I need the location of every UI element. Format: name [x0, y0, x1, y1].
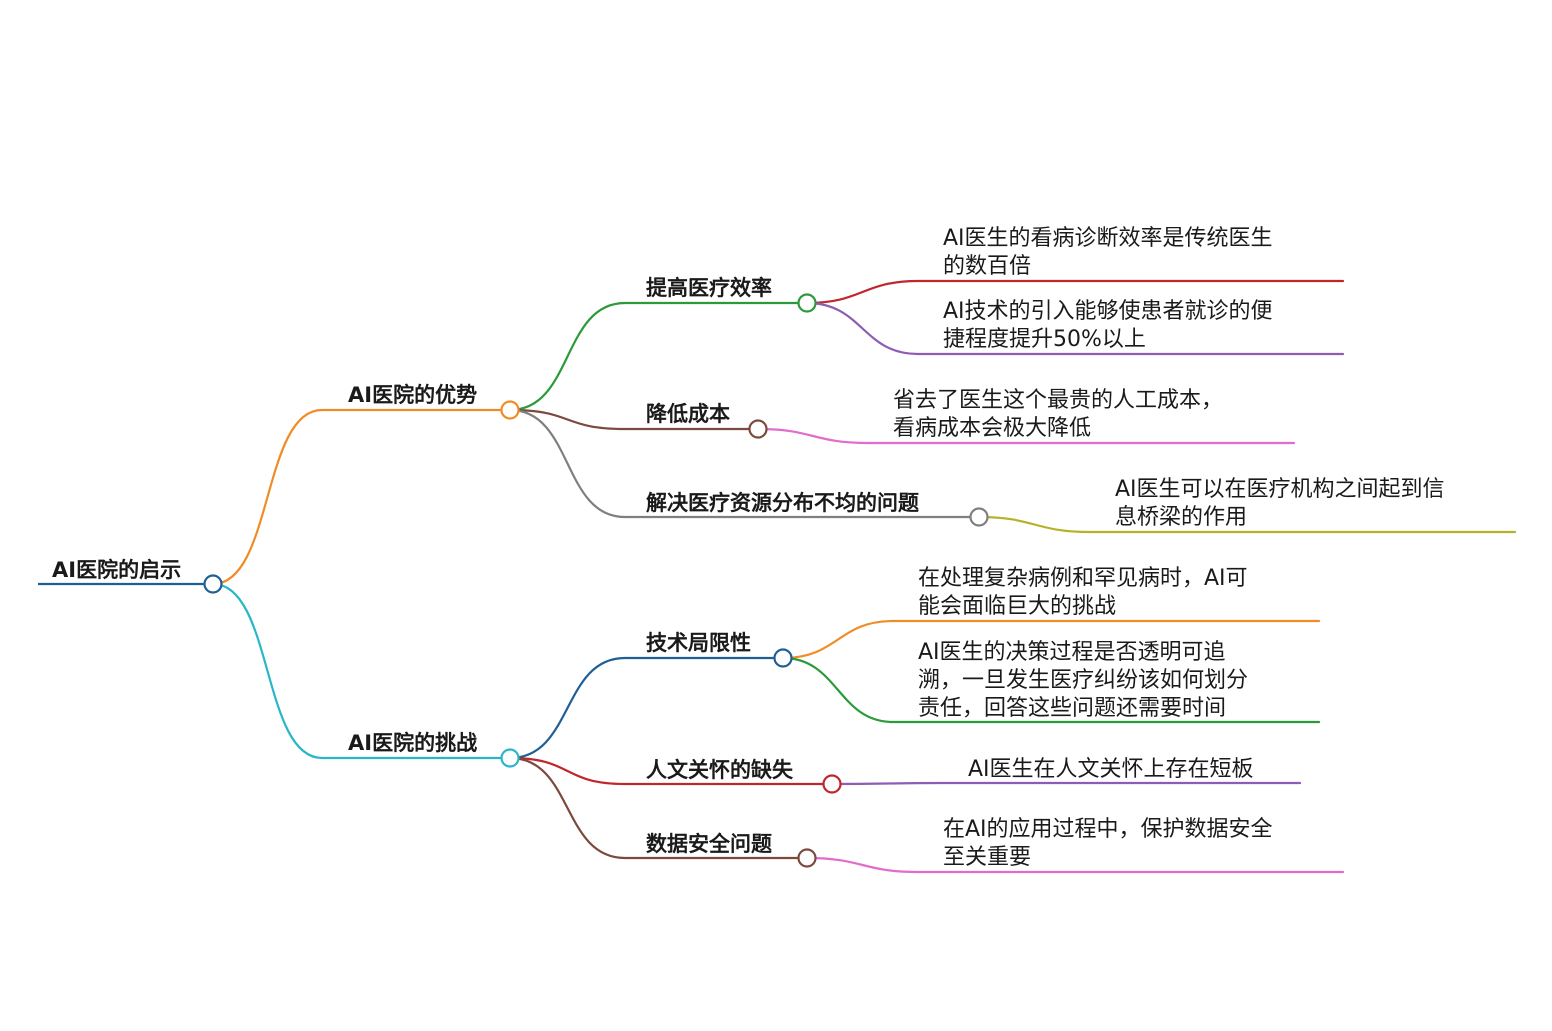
edge-advantages-cost: [508, 408, 760, 431]
topic-efficiency-handle[interactable]: [797, 293, 817, 313]
branch-advantages-handle[interactable]: [500, 400, 520, 420]
leaf-data-security-1-line-1: 在AI的应用过程中，保护数据安全: [943, 817, 1273, 842]
leaf-tech-limitations-1-line-2: 能会面临巨大的挑战: [918, 594, 1116, 619]
edge-challenges-data-security: [508, 756, 809, 860]
leaf-data-security-1-line-2: 至关重要: [943, 845, 1031, 870]
leaf-efficiency-1-line-1: AI医生的看病诊断效率是传统医生: [943, 226, 1273, 251]
leaf-cost-1-line-1: 省去了医生这个最贵的人工成本，: [893, 388, 1223, 413]
branch-advantages-title: AI医院的优势: [348, 383, 477, 407]
mindmap-node-handles: [203, 293, 989, 868]
topic-data-security-title: 数据安全问题: [646, 832, 773, 856]
leaf-efficiency-2-line-2: 捷程度提升50%以上: [943, 327, 1146, 352]
leaf-resources-1-line-1: AI医生可以在医疗机构之间起到信: [1115, 477, 1445, 502]
edge-data-security-leaf-1: [805, 856, 1345, 874]
edge-tech-limitations-leaf-1: [781, 619, 1321, 660]
topic-data-security-handle[interactable]: [797, 848, 817, 868]
branch-challenges-handle[interactable]: [500, 748, 520, 768]
topic-resources-handle[interactable]: [969, 507, 989, 527]
branch-challenges-title: AI医院的挑战: [348, 731, 477, 755]
mindmap-edges: [38, 279, 1517, 874]
root-node-handle[interactable]: [203, 574, 223, 594]
edge-advantages-efficiency: [508, 301, 809, 412]
edge-tech-limitations-leaf-2: [781, 656, 1321, 724]
edge-advantages-resources: [508, 408, 981, 519]
edge-challenges-tech-limitations: [508, 656, 785, 760]
topic-tech-limitations-title: 技术局限性: [646, 631, 751, 655]
edge-resources-leaf-1: [977, 515, 1517, 534]
leaf-tech-limitations-2-line-2: 溯，一旦发生医疗纠纷该如何划分: [918, 668, 1248, 693]
edge-root-advantages: [211, 408, 512, 586]
topic-humanity-title: 人文关怀的缺失: [646, 758, 794, 782]
leaf-tech-limitations-1-line-1: 在处理复杂病例和罕见病时，AI可: [918, 566, 1248, 591]
edge-humanity-leaf-1: [830, 781, 1302, 786]
mindmap-labels: AI医院的启示 AI医院的优势 提高医疗效率 AI医生的看病诊断效率是传统医生的数百倍…: [52, 226, 1445, 870]
leaf-tech-limitations-2-line-3: 责任，回答这些问题还需要时间: [918, 696, 1226, 721]
leaf-tech-limitations-2-line-1: AI医生的决策过程是否透明可追: [918, 640, 1226, 665]
edge-efficiency-leaf-2: [805, 301, 1345, 356]
topic-resources-title: 解决医疗资源分布不均的问题: [646, 491, 920, 515]
edge-cost-leaf-1: [756, 427, 1296, 445]
topic-cost-title: 降低成本: [646, 402, 730, 426]
leaf-humanity-1-line-1: AI医生在人文关怀上存在短板: [968, 757, 1254, 782]
leaf-efficiency-1-line-2: 的数百倍: [943, 254, 1031, 279]
topic-tech-limitations-handle[interactable]: [773, 648, 793, 668]
leaf-cost-1-line-2: 看病成本会极大降低: [893, 416, 1091, 441]
topic-humanity-handle[interactable]: [822, 774, 842, 794]
root-title: AI医院的启示: [52, 558, 181, 582]
leaf-resources-1-line-2: 息桥梁的作用: [1115, 505, 1247, 530]
topic-cost-handle[interactable]: [748, 419, 768, 439]
leaf-efficiency-2-line-1: AI技术的引入能够使患者就诊的便: [943, 299, 1273, 324]
topic-efficiency-title: 提高医疗效率: [646, 276, 772, 300]
edge-root-challenges: [211, 582, 512, 760]
edge-efficiency-leaf-1: [805, 279, 1345, 305]
edge-challenges-humanity: [508, 756, 834, 786]
